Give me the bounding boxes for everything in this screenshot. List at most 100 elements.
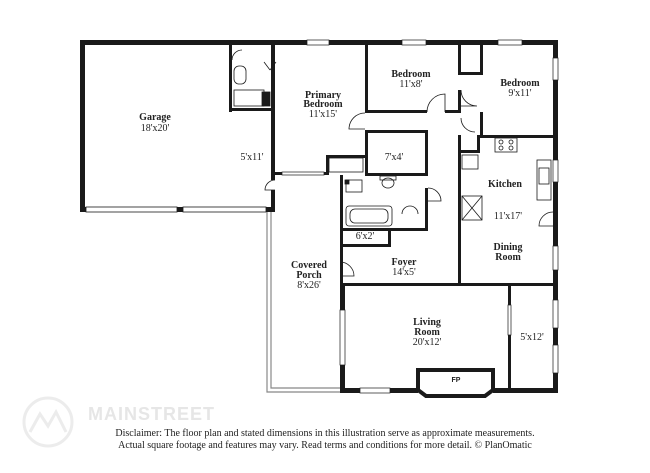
wall-garage-left — [80, 40, 85, 212]
bedroom-a-dim: 11'x8' — [399, 79, 422, 90]
window-living-bottom — [359, 387, 391, 394]
porch-outline — [266, 212, 340, 393]
door-bifold — [263, 61, 277, 71]
bathtub-inner — [349, 208, 389, 224]
wall-small-bath-right — [388, 228, 391, 247]
wall-garage-bottom-right — [266, 207, 275, 212]
window-dining — [552, 245, 559, 271]
fireplace: FP — [416, 368, 495, 398]
door-hall — [460, 117, 476, 133]
living-name-2: Room — [414, 327, 440, 338]
bedroom-a-name: Bedroom — [391, 69, 431, 80]
wall-bedroom-b-left — [480, 44, 483, 75]
porch-post — [344, 179, 350, 185]
door-porch — [339, 261, 355, 277]
wall-bedroom-a-bottom — [365, 110, 427, 113]
porch-name-1: Covered — [291, 260, 327, 271]
wall-closet-top — [326, 155, 366, 158]
kitchen-counter — [536, 159, 552, 201]
watermark-roof-icon — [28, 408, 68, 433]
door-kitchen-side — [538, 211, 554, 227]
shower-laundry — [233, 89, 265, 107]
primary-bedroom-name-2: Bedroom — [303, 99, 343, 110]
window-living-left — [339, 309, 346, 366]
burner-2 — [508, 139, 514, 145]
wall-right — [553, 40, 558, 392]
wall-closet-left — [365, 130, 368, 176]
bath-dim: 6'x2' — [356, 231, 375, 242]
windows — [281, 39, 559, 394]
burner-3 — [498, 145, 504, 151]
foyer-name: Foyer — [392, 257, 418, 268]
window-living-den — [507, 304, 512, 336]
wall-kitchen-left — [458, 135, 461, 285]
door-bedroom-a — [426, 93, 446, 113]
kitchen-name: Kitchen — [488, 179, 522, 190]
toilet-laundry — [233, 65, 247, 85]
living-dim: 20'x12' — [413, 337, 442, 348]
porch-edge-outer — [266, 212, 340, 393]
wall-bedroom-b-bottom — [480, 135, 558, 138]
refrigerator-cross — [461, 195, 483, 221]
kitchen-dim: 11'x17' — [494, 211, 522, 222]
wall-bedroom-a-bottom-2 — [445, 110, 461, 113]
primary-closet — [328, 157, 364, 173]
fireplace-label: FP — [452, 377, 461, 384]
disclaimer-line-1: Disclaimer: The floor plan and stated di… — [115, 428, 535, 439]
wall-primary-bottom-step — [326, 155, 329, 175]
wall-garage-bottom-mid — [177, 207, 183, 212]
garage-door-left — [85, 206, 178, 213]
watermark-logo: MAINSTREET — [22, 396, 215, 448]
garage-doors — [85, 206, 267, 213]
garage-door-right — [182, 206, 267, 213]
foyer-dim: 14'x5' — [392, 267, 416, 278]
porch-name-2: Porch — [296, 270, 322, 281]
door-bedroom-b — [460, 89, 478, 107]
wall-closet-right — [425, 130, 428, 176]
watermark-text: MAINSTREET — [88, 404, 215, 424]
door-primary — [348, 112, 366, 130]
dining-name-2: Room — [495, 252, 521, 263]
wall-garage-bottom-left — [80, 207, 86, 212]
wall-small-bath-bottom — [340, 244, 388, 247]
wall-bedroom-b-left-lower — [480, 112, 483, 136]
porch-edge — [270, 212, 340, 389]
door-bath-inner — [401, 205, 419, 215]
bath-sink-icon — [345, 179, 363, 193]
kitchen-sink-icon — [538, 167, 550, 185]
primary-bedroom-dim: 11'x15' — [309, 109, 337, 120]
window-bedroom-a — [401, 39, 427, 46]
fireplace-hearth — [416, 368, 495, 398]
wall-bath-right — [425, 188, 428, 231]
fixtures — [233, 65, 552, 227]
garage-dim: 18'x20' — [141, 123, 170, 134]
room-labels: Garage 18'x20' 5'x11' Primary Bedroom 11… — [139, 69, 544, 348]
door-bath — [427, 187, 442, 202]
wall-hall-notch-right — [477, 135, 480, 153]
window-den-1 — [552, 299, 559, 329]
window-bedroom-b-side — [552, 57, 559, 81]
bedroom-b-dim: 9'x11' — [508, 88, 531, 99]
wall-bedroom-ab-upper — [458, 44, 461, 74]
watermark-circle — [22, 396, 74, 448]
bathtub-icon — [345, 205, 393, 227]
wall-bedroom-b-notch — [458, 72, 483, 75]
window-den-2 — [552, 344, 559, 374]
laundry-dim: 5'x11' — [240, 152, 263, 163]
wall-closet-bottom — [365, 173, 428, 176]
closet-dim: 7'x4' — [385, 152, 404, 163]
primary-bedroom-name-1: Primary — [305, 90, 341, 101]
disclaimer-line-2: Actual square footage and features may v… — [118, 440, 532, 451]
wall-bath-bottom — [340, 228, 428, 231]
disclaimer: Disclaimer: The floor plan and stated di… — [40, 428, 610, 452]
door-garage-entry — [264, 179, 276, 191]
wall-living-top — [340, 283, 558, 286]
toilet-tank — [379, 175, 397, 181]
burner-4 — [508, 145, 514, 151]
living-name-1: Living — [413, 317, 441, 328]
porch-dim: 8'x26' — [297, 280, 321, 291]
wall-hall-notch — [458, 150, 480, 153]
wall-laundry-left — [229, 44, 232, 112]
